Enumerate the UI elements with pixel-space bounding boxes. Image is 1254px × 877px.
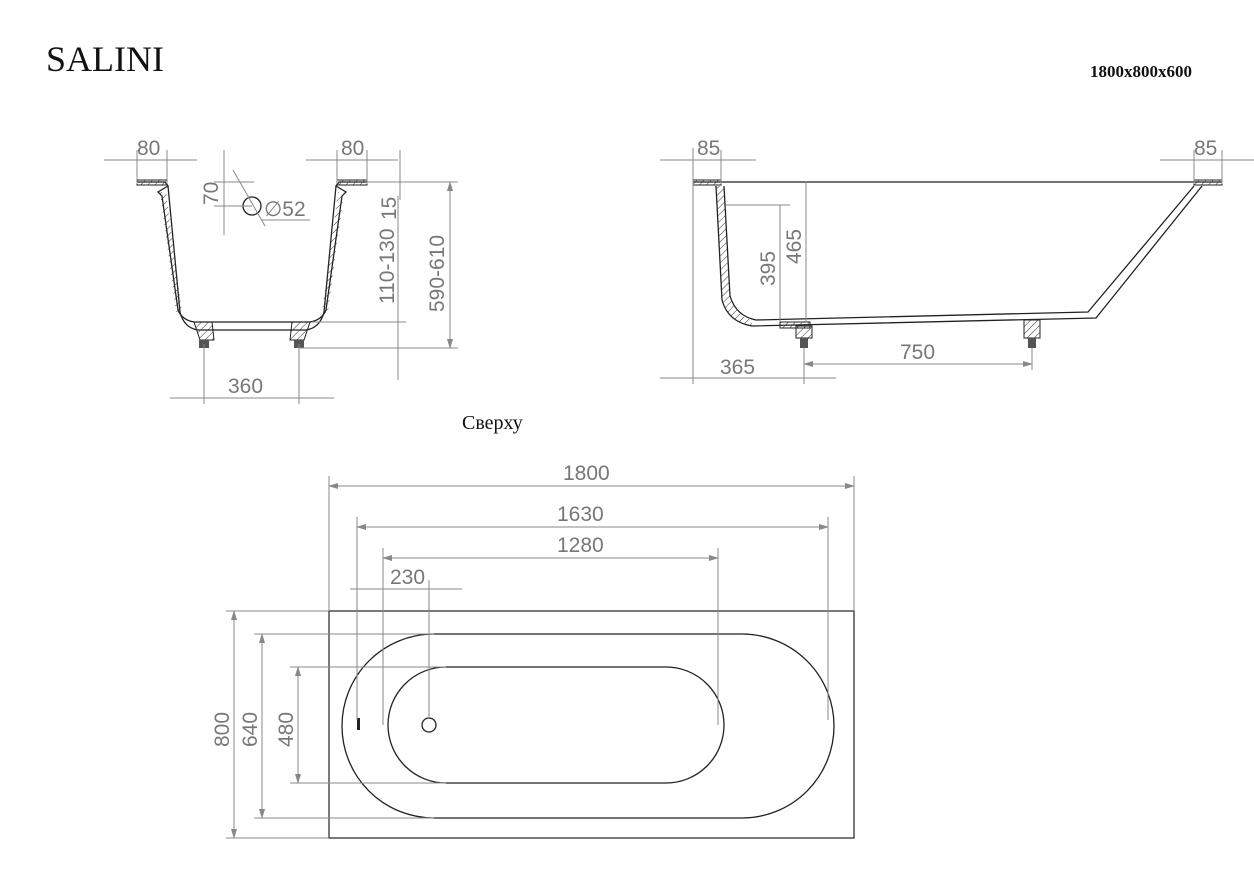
top-view — [328, 610, 855, 839]
dim-width-inner: 640 — [239, 712, 262, 747]
dim-length-inner: 1630 — [557, 503, 604, 526]
dim-leg-height: 110-130 — [376, 228, 399, 304]
top-view-label: Сверху — [462, 412, 523, 434]
end-view-dimensions: 80 80 70 ∅52 15 110-130 590-610 360 — [104, 137, 458, 404]
dim-leg-spacing-end: 360 — [228, 375, 263, 398]
dim-width-bottom: 480 — [275, 712, 298, 747]
dim-length-total: 1800 — [563, 462, 610, 485]
dim-side-left-rim: 85 — [697, 137, 720, 160]
dim-leg-offset: 365 — [720, 356, 755, 379]
dim-rim-thickness: 15 — [378, 197, 401, 220]
side-view-dimensions: 85 85 395 465 365 750 — [660, 137, 1254, 384]
dim-drain-from-wall: 230 — [390, 566, 425, 589]
dim-length-bottom: 1280 — [557, 534, 604, 557]
dim-end-left-rim: 80 — [137, 137, 160, 160]
end-view — [136, 169, 368, 348]
dim-side-right-rim: 85 — [1194, 137, 1217, 160]
dim-outer-depth: 465 — [783, 229, 806, 264]
product-size: 1800x800x600 — [1090, 62, 1192, 81]
dim-drain-diameter: ∅52 — [264, 198, 306, 221]
top-view-dimensions: 1800 1630 1280 230 800 640 480 — [211, 462, 855, 839]
dim-inner-depth: 395 — [757, 251, 780, 286]
dim-width-total: 800 — [211, 712, 234, 747]
brand-title: SALINI — [46, 39, 164, 79]
dim-leg-spacing-side: 750 — [900, 341, 935, 364]
side-view — [692, 179, 1223, 348]
dim-total-height: 590-610 — [426, 235, 449, 312]
dim-end-right-rim: 80 — [341, 137, 364, 160]
dim-drain-offset: 70 — [200, 182, 223, 205]
